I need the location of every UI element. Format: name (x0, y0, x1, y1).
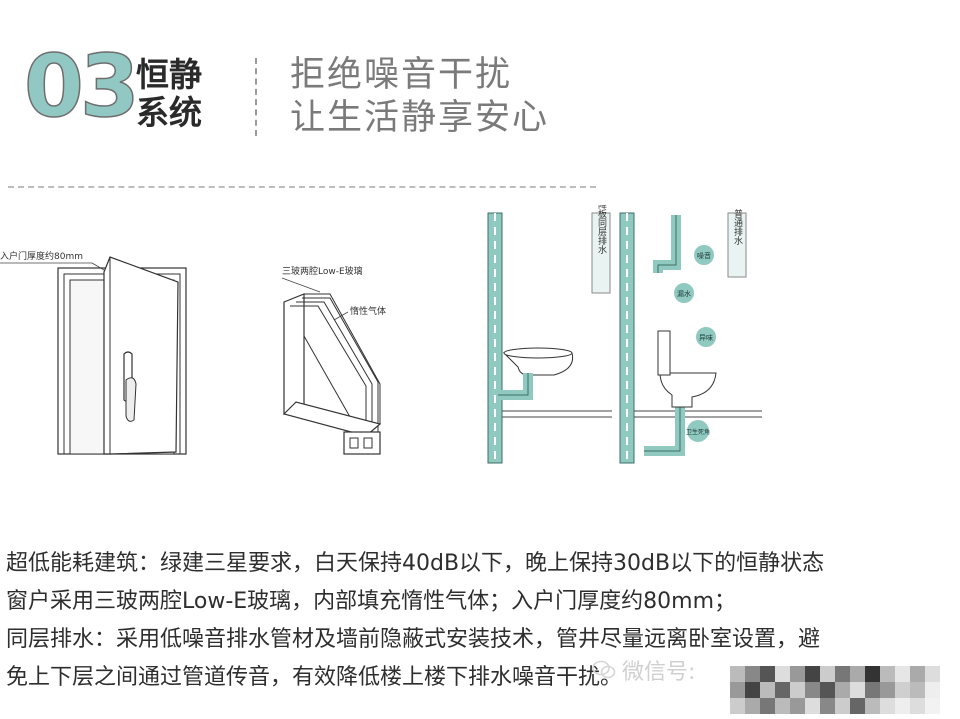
section-title-line1: 恒静 (136, 55, 202, 94)
bubble-leak: 漏水 (677, 289, 691, 298)
bubble-corner: 卫生死角 (686, 428, 710, 436)
section-number: 03 (23, 37, 140, 137)
door-illustration: 入户门厚度约80mm (0, 250, 187, 455)
subtitle-line1: 拒绝噪音干扰 (290, 55, 513, 95)
description-line2: 窗户采用三玻两腔Low-E玻璃，内部填充惰性气体；入户门厚度约80mm； (6, 589, 737, 614)
drainage-diagram: 降板同层排水 普通排水 噪音 漏水 异味 卫生死角 (487, 205, 762, 464)
watermark: 微信号: (592, 650, 695, 690)
bubble-noise: 噪音 (697, 251, 711, 260)
conventional-tag: 普通排水 (732, 208, 743, 245)
bubble-odor: 异味 (699, 333, 713, 342)
description-line3: 同层排水：采用低噪音排水管材及墙前隐蔽式安装技术，管井尽量远离卧室设置，避 (6, 627, 821, 652)
window-illustration: 三玻两腔Low-E玻璃 惰性气体 (281, 265, 386, 455)
door-thickness-label: 入户门厚度约80mm (0, 250, 83, 262)
window-gas-label: 惰性气体 (350, 305, 386, 317)
redacted-id-mosaic (730, 666, 940, 716)
section-title: 恒静 系统 (136, 56, 202, 132)
subtitle-line2: 让生活静享安心 (290, 98, 550, 138)
header-divider (8, 186, 596, 188)
section-subtitle: 拒绝噪音干扰 让生活静享安心 (290, 54, 549, 140)
description: 超低能耗建筑：绿建三星要求，白天保持40dB以下，晚上保持30dB以下的恒静状态… (6, 545, 956, 697)
same-floor-tag: 降板同层排水 (596, 205, 607, 254)
watermark-text: 微信号: (622, 660, 696, 685)
wechat-icon (592, 660, 616, 679)
section-title-line2: 系统 (136, 93, 202, 132)
window-glass-label: 三玻两腔Low-E玻璃 (282, 265, 363, 277)
description-line4: 免上下层之间通过管道传音，有效降低楼上楼下排水噪音干扰。 (6, 665, 623, 690)
title-divider (255, 58, 257, 136)
description-line1: 超低能耗建筑：绿建三星要求，白天保持40dB以下，晚上保持30dB以下的恒静状态 (6, 551, 825, 576)
